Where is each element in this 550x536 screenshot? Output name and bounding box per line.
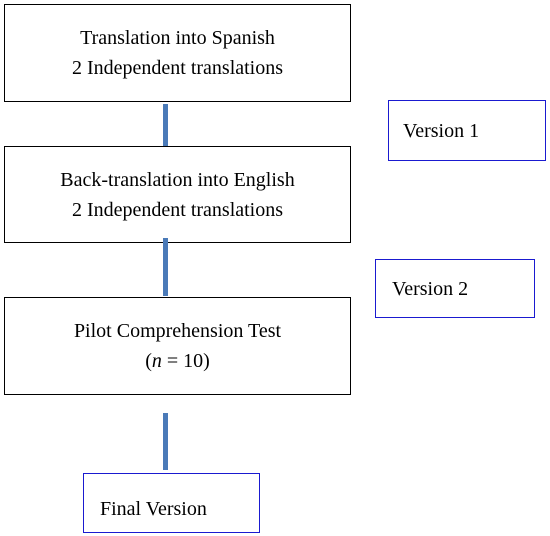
- step-translation-box: Translation into Spanish 2 Independent t…: [4, 4, 351, 102]
- step-translation-detail: 2 Independent translations: [71, 57, 284, 79]
- step-back-translation-title: Back-translation into English: [60, 168, 295, 191]
- final-version-label: Final Version: [100, 498, 207, 520]
- sample-size-value: = 10): [161, 350, 210, 372]
- step-pilot-test-box: Pilot Comprehension Test (n = 10): [4, 297, 351, 395]
- sample-n-symbol: n: [151, 350, 162, 372]
- version-2-label: Version 2: [392, 277, 469, 300]
- connector-line: [163, 238, 168, 296]
- version-1-label: Version 1: [403, 119, 480, 142]
- version-1-box: Version 1: [388, 100, 546, 161]
- step-pilot-test-title: Pilot Comprehension Test: [73, 320, 282, 342]
- step-translation-title: Translation into Spanish: [80, 27, 275, 49]
- connector-line: [163, 413, 168, 470]
- step-pilot-test-sample: (n = 10): [145, 346, 210, 376]
- sample-open-paren: (: [145, 350, 152, 372]
- step-back-translation-detail: 2 Independent translations: [71, 198, 284, 221]
- connector-line: [163, 104, 168, 152]
- step-back-translation-box: Back-translation into English 2 Independ…: [4, 146, 351, 243]
- final-version-box: Final Version: [83, 473, 260, 533]
- version-2-box: Version 2: [375, 259, 535, 318]
